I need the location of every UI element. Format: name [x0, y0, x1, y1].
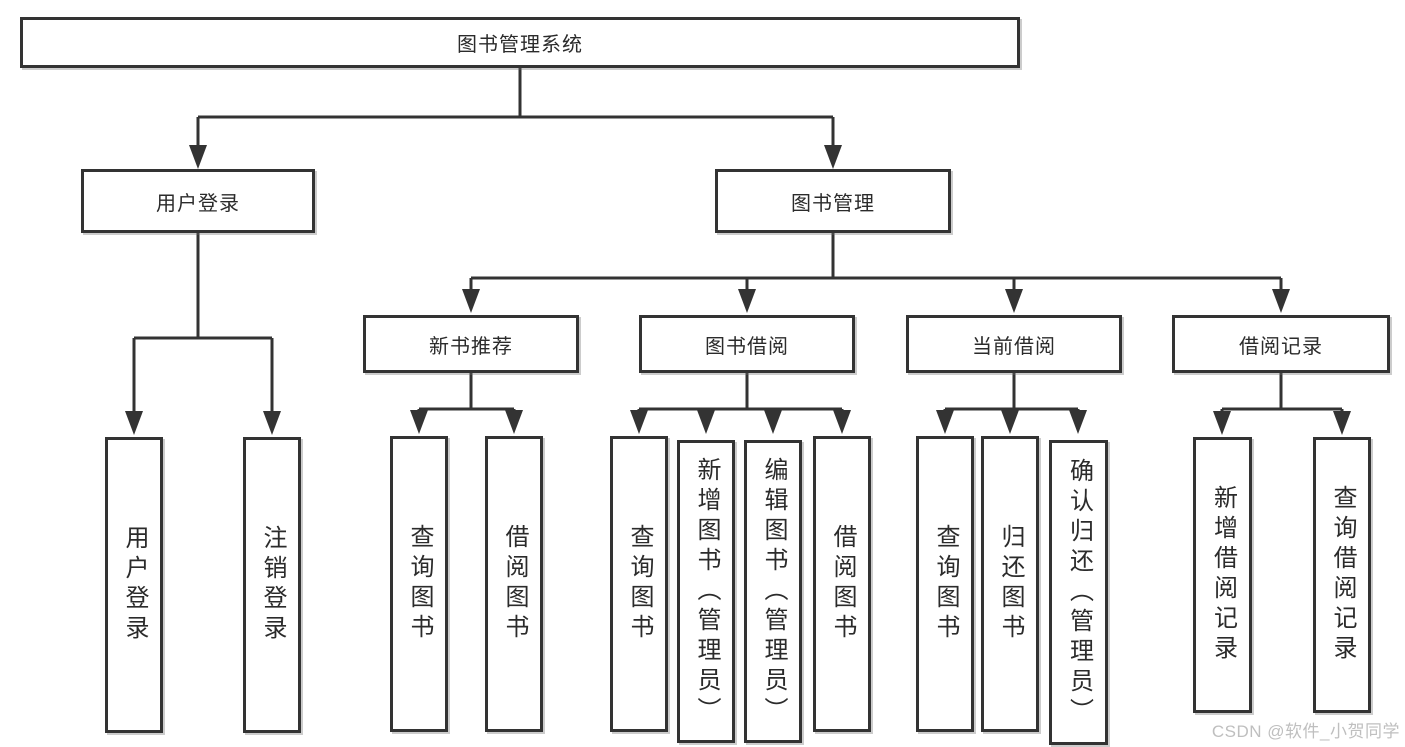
node-leaf-bb-borrow-books: 借阅图书	[813, 436, 871, 732]
node-new-book-rec: 新书推荐	[363, 315, 579, 373]
node-leaf-logout-label: 注销登录	[259, 525, 285, 645]
arrowhead-icons	[125, 145, 1351, 435]
node-user-login-label: 用户登录	[156, 192, 240, 215]
node-leaf-nbr-query-books-label: 查询图书	[406, 524, 432, 644]
node-root: 图书管理系统	[20, 17, 1020, 68]
node-user-login: 用户登录	[81, 169, 315, 233]
node-book-borrow: 图书借阅	[639, 315, 855, 373]
node-leaf-bb-query-books: 查询图书	[610, 436, 668, 732]
node-root-label: 图书管理系统	[457, 34, 583, 56]
node-leaf-bb-edit-books: 编辑图书（管理员）	[744, 440, 802, 743]
node-leaf-br-add-record: 新增借阅记录	[1193, 437, 1252, 713]
node-leaf-nbr-borrow-books-label: 借阅图书	[501, 524, 527, 644]
node-leaf-nbr-query-books: 查询图书	[390, 436, 448, 732]
node-leaf-bb-edit-books-label: 编辑图书（管理员）	[760, 456, 786, 727]
node-leaf-br-query-record: 查询借阅记录	[1313, 437, 1371, 713]
node-book-mgmt-label: 图书管理	[791, 192, 875, 215]
node-leaf-user-login-label: 用户登录	[121, 525, 147, 645]
node-book-mgmt: 图书管理	[715, 169, 951, 233]
node-leaf-cb-return-books: 归还图书	[981, 436, 1039, 732]
node-leaf-bb-query-books-label: 查询图书	[626, 524, 652, 644]
node-leaf-cb-query-books-label: 查询图书	[932, 524, 958, 644]
node-current-borrow: 当前借阅	[906, 315, 1122, 373]
node-leaf-br-add-record-label: 新增借阅记录	[1209, 485, 1236, 665]
node-leaf-br-query-record-label: 查询借阅记录	[1329, 485, 1355, 665]
watermark: CSDN @软件_小贺同学	[1211, 722, 1400, 741]
node-current-borrow-label: 当前借阅	[972, 335, 1056, 358]
node-new-book-rec-label: 新书推荐	[429, 335, 513, 358]
node-leaf-bb-borrow-books-label: 借阅图书	[829, 524, 855, 644]
node-leaf-cb-return-books-label: 归还图书	[997, 524, 1023, 644]
node-leaf-logout: 注销登录	[243, 437, 301, 733]
node-leaf-bb-add-books: 新增图书（管理员）	[677, 440, 735, 743]
node-leaf-nbr-borrow-books: 借阅图书	[485, 436, 543, 732]
node-leaf-bb-add-books-label: 新增图书（管理员）	[693, 456, 719, 727]
node-borrow-record: 借阅记录	[1172, 315, 1390, 373]
node-leaf-cb-confirm-return-label: 确认归还（管理员）	[1065, 457, 1092, 728]
node-leaf-cb-query-books: 查询图书	[916, 436, 974, 732]
node-leaf-user-login: 用户登录	[105, 437, 163, 733]
node-book-borrow-label: 图书借阅	[705, 335, 789, 358]
node-borrow-record-label: 借阅记录	[1239, 335, 1323, 358]
node-leaf-cb-confirm-return: 确认归还（管理员）	[1049, 440, 1108, 745]
